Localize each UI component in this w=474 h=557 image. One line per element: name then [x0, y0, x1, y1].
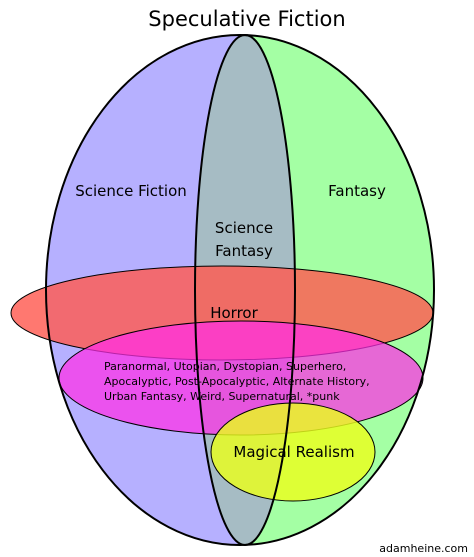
- speculative-fiction-outline: [45, 34, 435, 546]
- horror-label: Horror: [210, 304, 258, 322]
- fantasy-label: Fantasy: [328, 182, 386, 200]
- magical-realism-label: Magical Realism: [233, 443, 354, 461]
- subgenres-label-line1: Paranormal, Utopian, Dystopian, Superher…: [104, 360, 346, 373]
- science-fiction-label: Science Fiction: [75, 182, 187, 200]
- science-fantasy-label-line1: Science: [215, 219, 273, 237]
- diagram-title: Speculative Fiction: [148, 7, 345, 31]
- subgenres-label-line3: Urban Fantasy, Weird, Supernatural, *pun…: [104, 390, 340, 403]
- magical-realism-region: [210, 402, 376, 502]
- credit-text: adamheine.com: [379, 542, 468, 555]
- subgenres-label-line2: Apocalyptic, Post-Apocalyptic, Alternate…: [104, 375, 370, 388]
- science-fantasy-label-line2: Fantasy: [215, 242, 273, 260]
